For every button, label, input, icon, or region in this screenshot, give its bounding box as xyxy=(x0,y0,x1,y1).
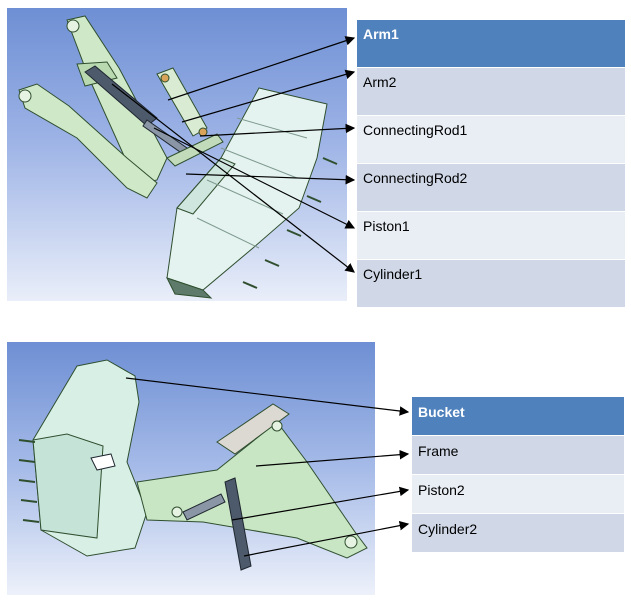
table-row-piston1: Piston1 xyxy=(357,212,625,260)
bucket-assembly-drawing xyxy=(18,359,368,571)
arm2-shape xyxy=(156,67,224,167)
loader-arm-illustration xyxy=(7,8,347,301)
table-row-arm2: Arm2 xyxy=(357,68,625,116)
table-header-bucket: Bucket xyxy=(412,397,624,436)
arm-assembly-drawing xyxy=(18,15,338,299)
bucket-shape xyxy=(32,359,148,557)
bottom-parts-table: Bucket Frame Piston2 Cylinder2 xyxy=(412,397,624,553)
table-row-cylinder2: Cylinder2 xyxy=(412,514,624,553)
table-row-frame: Frame xyxy=(412,436,624,475)
table-row-connectingrod1: ConnectingRod1 xyxy=(357,116,625,164)
arm1-shape xyxy=(18,15,168,199)
table-row-connectingrod2: ConnectingRod2 xyxy=(357,164,625,212)
table-row-piston2: Piston2 xyxy=(412,475,624,514)
frame-shape xyxy=(136,403,368,559)
table-header-arm1: Arm1 xyxy=(357,20,625,68)
bucket-teeth xyxy=(18,439,40,523)
top-parts-table: Arm1 Arm2 ConnectingRod1 ConnectingRod2 … xyxy=(357,20,625,308)
loader-bucket-illustration xyxy=(7,342,375,595)
table-row-cylinder1: Cylinder1 xyxy=(357,260,625,308)
